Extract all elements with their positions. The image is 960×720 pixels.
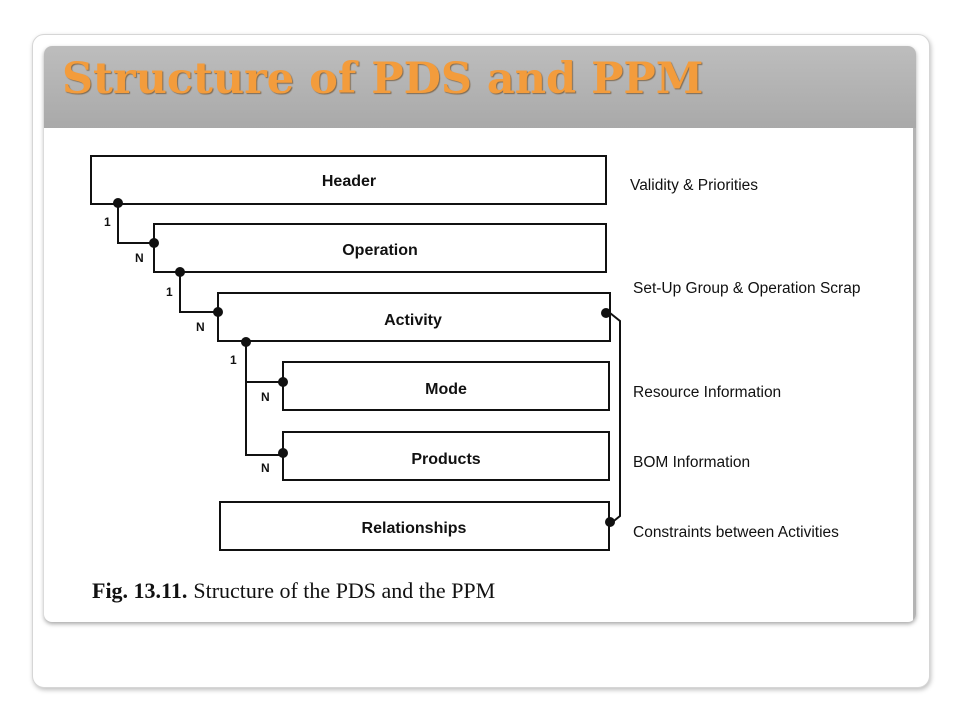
header-label: Header xyxy=(322,173,376,190)
activity-relation-dot xyxy=(601,308,611,318)
slide-title: Structure of PDS and PPM xyxy=(62,54,704,104)
figure-caption-text: Structure of the PDS and the PPM xyxy=(193,578,495,603)
operation-description: Set-Up Group & Operation Scrap xyxy=(633,280,860,297)
cardinality-many-label: N xyxy=(261,390,270,404)
activity-many-dot xyxy=(213,307,223,317)
relationships-label: Relationships xyxy=(362,520,467,537)
cardinality-one-label: 1 xyxy=(230,353,237,367)
operation-many-dot xyxy=(149,238,159,248)
header-description: Validity & Priorities xyxy=(630,177,758,194)
header-one-dot xyxy=(113,198,123,208)
header-box xyxy=(90,155,607,205)
cardinality-one-label: 1 xyxy=(104,215,111,229)
operation-label: Operation xyxy=(342,242,418,259)
activity-one-dot xyxy=(241,337,251,347)
figure-caption: Fig. 13.11.Structure of the PDS and the … xyxy=(92,578,495,603)
figure-caption-label: Fig. 13.11. xyxy=(92,578,187,603)
products-many-dot xyxy=(278,448,288,458)
activity-children-connector xyxy=(245,341,283,456)
activity-box xyxy=(217,292,611,342)
operation-one-dot xyxy=(175,267,185,277)
title-bar: Structure of PDS and PPM xyxy=(44,46,916,128)
operation-activity-connector xyxy=(179,272,218,313)
relationships-dot xyxy=(605,517,615,527)
activity-relationships-connector xyxy=(609,312,621,525)
mode-box xyxy=(282,361,610,411)
activity-label: Activity xyxy=(384,312,442,329)
cardinality-many-label: N xyxy=(261,461,270,475)
structure-diagram: Header Operation Activity Mode Products … xyxy=(90,155,860,603)
mode-label: Mode xyxy=(425,381,467,398)
cardinality-many-label: N xyxy=(196,320,205,334)
mode-many-dot xyxy=(278,377,288,387)
products-label: Products xyxy=(411,451,480,468)
mode-description: Resource Information xyxy=(633,384,781,401)
relationships-description: Constraints between Activities xyxy=(633,524,839,541)
products-box xyxy=(282,431,610,481)
header-operation-connector xyxy=(117,204,154,244)
products-description: BOM Information xyxy=(633,454,750,471)
operation-box xyxy=(153,223,607,273)
cardinality-one-label: 1 xyxy=(166,285,173,299)
panel-right-rule xyxy=(913,128,916,622)
cardinality-many-label: N xyxy=(135,251,144,265)
